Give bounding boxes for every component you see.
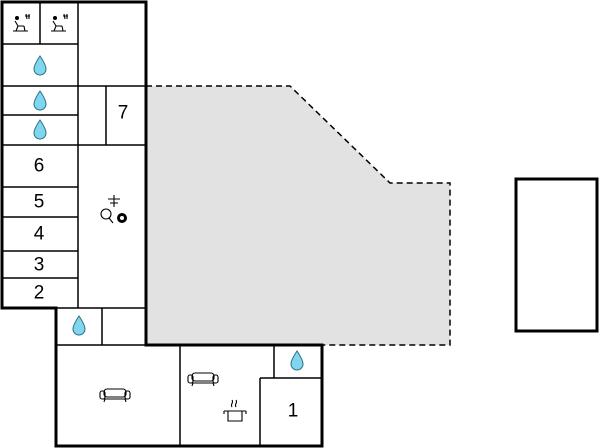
terrace-area (145, 85, 451, 346)
room-number-7: 7 (118, 103, 129, 124)
outbuilding (514, 177, 599, 333)
cooking-pot-icon (223, 399, 247, 422)
shower-icon (51, 13, 68, 32)
room-number-3: 3 (34, 255, 45, 276)
sofa-icon (99, 388, 131, 403)
room-number-2: 2 (34, 283, 45, 304)
building-outline (0, 0, 324, 448)
water-drop-icon (72, 315, 86, 336)
room-number-5: 5 (34, 192, 45, 213)
room-number-1: 1 (288, 401, 299, 422)
sofa-icon (187, 372, 219, 387)
table-tennis-billiards-icon (100, 195, 127, 224)
water-drop-icon (33, 90, 47, 111)
water-drop-icon (33, 119, 47, 140)
shower-icon (13, 13, 30, 32)
room-number-4: 4 (34, 224, 45, 245)
water-drop-icon (33, 55, 47, 76)
interior-walls (2, 2, 322, 446)
room-number-6: 6 (34, 156, 45, 177)
water-drop-icon (290, 350, 304, 371)
